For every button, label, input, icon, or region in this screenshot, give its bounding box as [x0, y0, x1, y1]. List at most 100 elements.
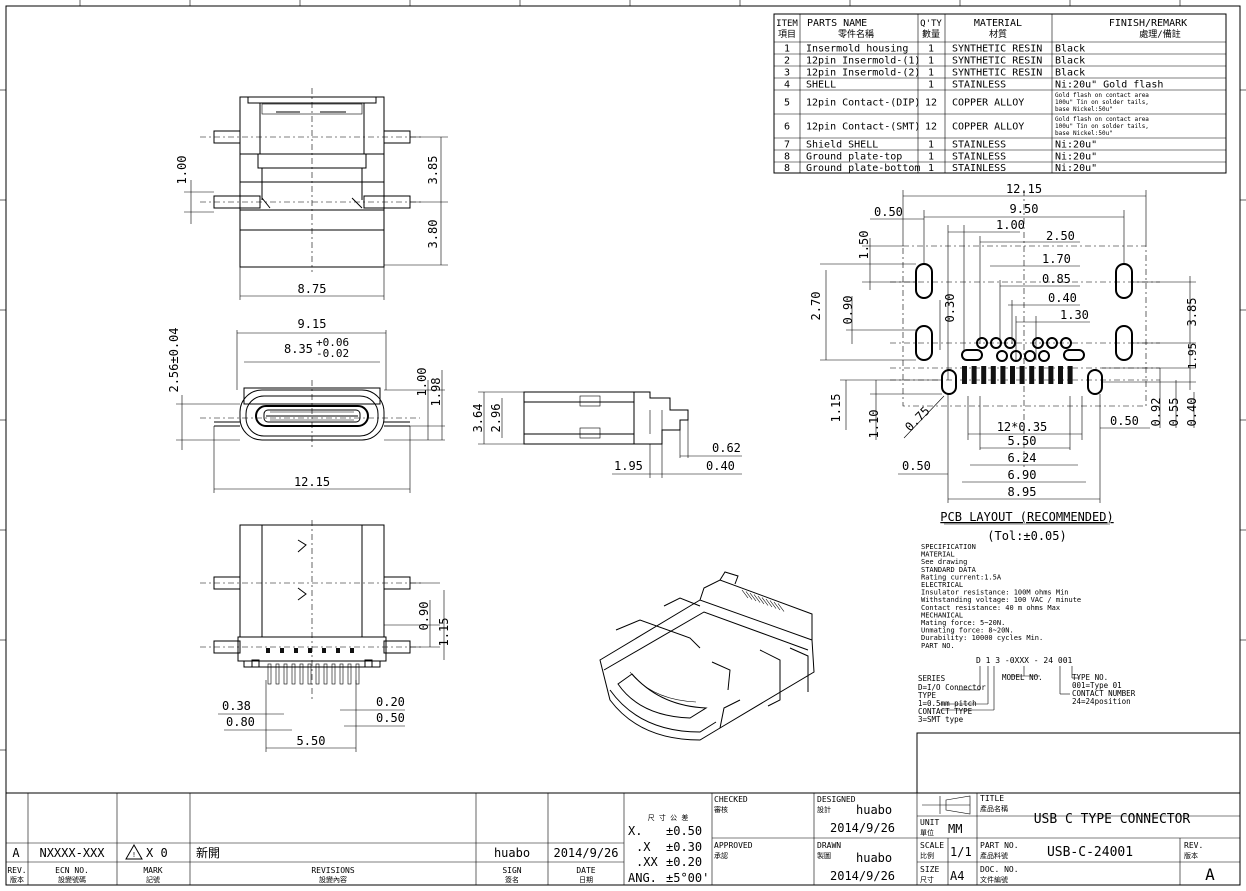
- parts-cell-material: SYNTHETIC RESIN: [952, 56, 1042, 67]
- pcb-smt-pad: [962, 366, 967, 384]
- parts-cell-finish: Ni:20u": [1055, 163, 1097, 174]
- dim-bottom-7: 5.50: [297, 734, 326, 748]
- isometric-view: [599, 571, 815, 741]
- tb-tol-ang: ANG.: [628, 871, 657, 885]
- iso-pin: [741, 589, 749, 599]
- spec-line: MECHANICAL: [921, 611, 963, 619]
- parts-cell-finish: Black: [1055, 68, 1085, 79]
- smt-pin: [339, 663, 344, 685]
- contact-mark: [350, 648, 354, 653]
- tb-scale-value: 1/1: [950, 845, 972, 859]
- smt-pin: [315, 663, 320, 685]
- tb-drawn-date: 2014/9/26: [830, 869, 895, 883]
- smt-pin: [291, 663, 296, 685]
- pcb-b3: 6.24: [1008, 451, 1037, 465]
- tb-rev2-value: A: [1205, 865, 1215, 884]
- tb-tol-x1: .X: [636, 840, 651, 854]
- pcb-w6: 0.85: [1042, 272, 1071, 286]
- pin-end-mark: [364, 659, 373, 668]
- col-item: ITEM: [776, 19, 798, 29]
- tb-unit-label: UNIT: [920, 818, 939, 827]
- dim-front-2-tol-up: +0.06: [316, 336, 349, 349]
- dim-front-5: 1.98: [429, 378, 443, 407]
- parts-cell-item: 5: [784, 98, 790, 109]
- smt-pin: [275, 663, 280, 685]
- pcb-r1: 3.85: [1185, 298, 1199, 327]
- parts-table: ITEM 項目 PARTS NAME 零件名稱 Q'TY 數量 MATERIAL…: [773, 13, 1227, 174]
- parts-cell-finish-line: base Nickel:50u": [1055, 106, 1113, 113]
- smt-pin: [323, 663, 328, 685]
- smt-pin: [331, 663, 336, 685]
- pcb-slot-bl: [941, 369, 957, 395]
- tb-designed-date: 2014/9/26: [830, 821, 895, 835]
- iso-pin: [773, 601, 781, 611]
- spec-line: PART NO.: [921, 642, 955, 650]
- part-code: D 1 3 -0XXX - 24 001: [976, 656, 1073, 665]
- tb-partno-value: USB-C-24001: [1047, 845, 1133, 860]
- tb-sign-label: SIGN: [502, 866, 521, 875]
- parts-cell-item: 2: [784, 56, 790, 67]
- parts-cell-material: STAINLESS: [952, 163, 1006, 174]
- spec-line: Withstanding voltage: 100 VAC / minute: [921, 596, 1081, 604]
- dim-bottom-5: 0.20: [376, 695, 405, 709]
- pcb-w8: 1.30: [1060, 308, 1089, 322]
- pcb-w2: 9.50: [1010, 202, 1039, 216]
- pcb-smt-pad: [1058, 366, 1063, 384]
- dim-front-2-tol-dn: -0.02: [316, 347, 349, 360]
- tb-drawn-label: DRAWN: [817, 841, 841, 850]
- dim-top-2: 3.85: [426, 156, 440, 185]
- smt-pin: [299, 663, 304, 685]
- col-material: MATERIAL: [974, 18, 1022, 29]
- pcb-w5: 1.70: [1042, 252, 1071, 266]
- parts-cell-item: 7: [784, 140, 790, 151]
- tb-docno-label: DOC. NO.: [980, 865, 1019, 874]
- dim-top-3: 3.80: [426, 220, 440, 249]
- spec-line: See drawing: [921, 558, 967, 566]
- tb-revisions-label-cn: 設變內容: [319, 875, 347, 884]
- col-item-cn: 項目: [778, 29, 796, 40]
- tb-drawn-by: huabo: [856, 851, 892, 865]
- pcb-layout: 12.15 9.50 0.50 1.00 2.50 1.70 0.85 0.40…: [809, 182, 1199, 543]
- parts-cell-finish: Black: [1055, 44, 1085, 55]
- dim-front-6: 12.15: [294, 475, 330, 489]
- parts-cell-name: 12pin Contact-(SMT): [806, 122, 920, 133]
- pcb-smt-pad: [971, 366, 977, 384]
- tb-mark-label: MARK: [143, 866, 162, 875]
- iso-pin: [761, 597, 769, 606]
- spec-line: Unmating force: 8~20N.: [921, 627, 1014, 635]
- pcb-slot-ml: [915, 325, 933, 361]
- parts-cell-finish: Ni:20u" Gold flash: [1055, 80, 1163, 91]
- tb-mark-label-cn: 記號: [146, 875, 160, 884]
- dim-side-1: 3.64: [471, 404, 485, 433]
- smt-pin: [307, 663, 312, 685]
- type-label: TYPE: [918, 691, 937, 700]
- spec-line: Mating force: 5~20N.: [921, 619, 1005, 627]
- tb-date-label: DATE: [576, 866, 595, 875]
- pcb-smt-pad: [1048, 366, 1054, 384]
- pcb-b6: 0.50: [902, 459, 931, 473]
- col-qty-cn: 數量: [922, 28, 940, 40]
- pcb-through-hole: [1060, 337, 1072, 349]
- pcb-through-hole: [1024, 350, 1036, 362]
- parts-cell-item: 8: [784, 152, 790, 163]
- parts-cell-name: Ground plate-top: [806, 152, 902, 163]
- dim-front-2: 8.35: [284, 342, 313, 356]
- tb-title-label: TITLE: [980, 794, 1004, 803]
- tb-drawn-cn: 製圖: [817, 851, 831, 860]
- parts-cell-item: 3: [784, 68, 790, 79]
- parts-cell-item: 6: [784, 122, 790, 133]
- series-label: SERIES: [918, 674, 946, 683]
- pcb-r3: 0.92: [1149, 398, 1163, 427]
- parts-cell-name: Shield SHELL: [806, 140, 878, 151]
- dim-bottom-2: 1.15: [437, 618, 451, 647]
- dim-front-3: 2.56±0.04: [167, 327, 181, 392]
- tb-ecn-value: NXXXX-XXX: [39, 846, 105, 860]
- contact-number-value: 24=24position: [1072, 697, 1131, 706]
- tb-title-cn: 產品名稱: [980, 804, 1008, 813]
